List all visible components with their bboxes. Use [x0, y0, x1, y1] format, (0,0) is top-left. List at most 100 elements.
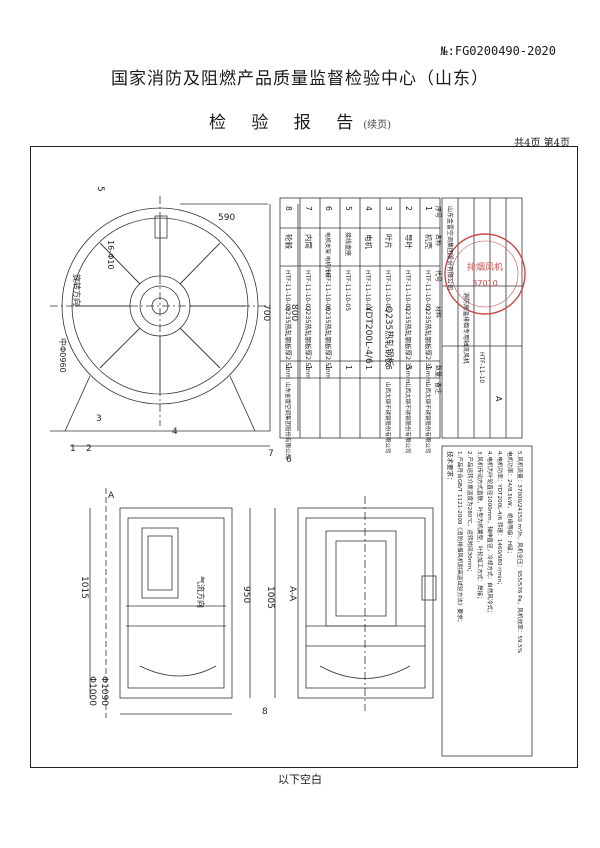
header-no: 序号	[434, 206, 442, 218]
part-2-maker: 山西太钢不锈钢股份有限公司	[404, 382, 412, 454]
part-1-code: HTF-11-10-01	[424, 270, 431, 311]
part-7-qty: 1	[304, 365, 313, 370]
mark-a-top: A	[108, 491, 115, 501]
header-material: 材料	[434, 306, 442, 318]
dim-800: 800	[289, 304, 299, 321]
header-name: 名称	[434, 234, 442, 246]
part-8-qty: 1	[284, 365, 293, 370]
label-1: 1	[70, 444, 76, 454]
part-2-name: 导叶	[404, 234, 413, 249]
part-2-no: 2	[404, 206, 413, 211]
fan-section-aa	[297, 496, 437, 711]
title-block-model: HTF-11-10	[478, 352, 485, 383]
tech-line-7: 5.风机流量：37000/24150 m³/h，风机全压：955/576 Pa，…	[516, 451, 524, 653]
title-block-company: 山东金雷空调集团股份有限公司	[446, 206, 454, 290]
part-8-name: 轮毂	[284, 234, 294, 249]
page-count: 共4页 第4页	[514, 138, 570, 149]
label-2: 2	[86, 444, 92, 454]
dim-700: 700	[261, 304, 271, 321]
report-title: 检 验 报 告(续页)	[0, 108, 600, 133]
parts-table	[279, 197, 441, 439]
tech-line-5: 4.电机功率：YDT200L-4/6 转速：1460/980 r/min；	[496, 451, 504, 588]
dim-1015: 1015	[79, 576, 89, 599]
label-8: 8	[262, 707, 268, 717]
center-title: 国家消防及阻燃产品质量监督检验中心（山东）	[111, 69, 489, 89]
label-3: 3	[96, 414, 102, 424]
header-qty: 数量	[434, 365, 442, 377]
part-3-no: 3	[384, 206, 393, 211]
part-1-no: 1	[424, 206, 433, 211]
report-number: №:FG0200490-2020	[440, 44, 556, 58]
part-7-code: HTF-11-10-07	[304, 270, 311, 311]
dim-590: 590	[218, 213, 235, 223]
part-3-name: 叶片	[384, 234, 394, 249]
part-6-qty: 1	[324, 365, 333, 370]
part-7-name: 内筒	[304, 234, 314, 249]
fan-section-view	[89, 488, 276, 718]
footer-blank-note: 以下空白	[278, 773, 322, 786]
part-5-code: HTF-11-10-05	[344, 270, 351, 311]
part-2-code: HTF-11-10-02	[404, 270, 411, 311]
part-8-code: HTF-11-10-08	[284, 270, 291, 311]
part-5-qty: 1	[344, 365, 353, 370]
part-5-no: 5	[344, 206, 353, 211]
part-4-no: 4	[364, 206, 373, 211]
part-6-code: HTF-11-10-06	[324, 270, 331, 311]
stamp-code-text: 37010	[472, 279, 497, 288]
label-4: 4	[172, 427, 178, 437]
title-block	[441, 197, 523, 439]
dia-1000: Φ1000	[87, 676, 97, 706]
header-maker: 备注	[434, 382, 442, 394]
part-8-material: Q235热轧钢板厚2.5mm	[284, 306, 293, 379]
report-title-suffix: (续页)	[363, 120, 392, 131]
report-title-text: 检 验 报 告	[208, 113, 364, 133]
part-7-no: 7	[304, 206, 313, 211]
part-6-material: Q235热轧钢板厚2.5mm	[324, 306, 333, 379]
part-1-material: Q235热轧钢板厚2.35mm	[424, 306, 433, 383]
rotation-label: 旋转方向	[72, 274, 82, 306]
part-8-maker: 山东金雷空调集团股份有限公司	[284, 382, 292, 459]
part-2-material: Q235热轧钢板厚2.35mm	[404, 306, 413, 383]
part-4-qty: 1	[364, 365, 373, 370]
label-6: 6	[286, 455, 292, 465]
part-3-qty: 6	[384, 365, 393, 370]
tech-line-2: 2.产品运转介质温度为280℃，运转时间30min；	[466, 451, 474, 575]
airflow-label: 气流方向	[196, 576, 206, 608]
title-block-sheet: A	[494, 396, 503, 402]
tech-line-6: 电机功率：24/8.5kW， 绝缘等级：H级；	[506, 451, 514, 556]
part-1-name: 机壳	[424, 234, 434, 249]
bolt-holes-label: 16-Φ10	[106, 240, 115, 270]
tech-line-4: 4.电机为叶轮直径1000mm，轴伸直径，冷却方式：自然风冷式；	[486, 451, 494, 616]
dim-950: 950	[241, 586, 251, 603]
tech-line-3: 3.风机传动方式直联，叶型为机翼型，叶轮加工方式：焊接；	[476, 451, 484, 602]
label-7: 7	[268, 449, 274, 459]
header-code: 代号	[434, 270, 442, 282]
fan-front-view	[50, 196, 299, 447]
part-4-name: 电机	[364, 234, 374, 249]
part-1-qty: 1	[424, 365, 433, 370]
dia-1090: Φ1090	[99, 676, 109, 706]
part-4-code: HTF-11-10-04	[364, 270, 371, 311]
drawing-frame	[30, 146, 578, 768]
title-block-product: 消防高温排烟专用轴流风机	[462, 292, 470, 364]
part-8-no: 8	[284, 206, 293, 211]
inspection-stamp: 排烟风机 37010	[444, 233, 526, 315]
part-3-maker: 山西太钢不锈钢股份有限公司	[384, 382, 392, 454]
part-4-material: YDT200L-4/6	[363, 305, 373, 364]
tech-requirements-box	[441, 445, 533, 757]
section-aa-label: A-A	[287, 586, 297, 602]
label-5: 5	[95, 186, 105, 192]
part-6-name: 电机支架 电机托板	[324, 232, 332, 278]
part-5-name: 接线盒座	[344, 232, 352, 256]
dim-1005: 1005	[265, 586, 275, 609]
part-2-qty: 5	[404, 365, 413, 370]
tech-line-1: 1.产品符合GB/T 1121-2009《消防排烟风机耐高温试验方法》要求；	[456, 451, 464, 625]
part-1-maker: 山西太钢不锈钢股份有限公司	[424, 382, 432, 454]
tech-heading: 技术要求：	[446, 451, 455, 484]
part-6-no: 6	[324, 206, 333, 211]
part-7-material: Q235热轧钢板厚2.5mm	[304, 306, 313, 379]
engineering-drawing: 排烟风机 37010 590 700 800 5 3 4 16-Φ10 旋转方向…	[50, 186, 533, 757]
bolt-circle-label: 中Φ0960	[58, 338, 68, 373]
part-3-code: HTF-11-10-03	[384, 270, 391, 311]
stamp-center-text: 排烟风机	[467, 261, 503, 273]
